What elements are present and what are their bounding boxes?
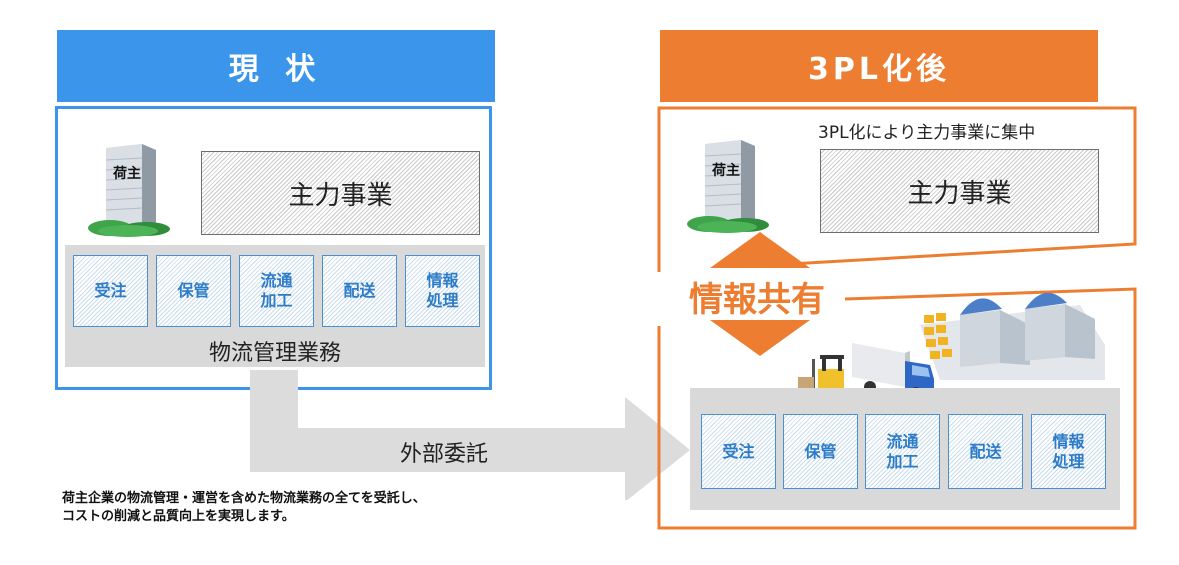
current-state-title: 現 状 bbox=[228, 52, 324, 87]
core-business-label-right: 主力事業 bbox=[907, 178, 1012, 209]
3pl-caption: 3PL化により主力事業に集中 bbox=[818, 123, 1036, 143]
logistics-tasks-caption: 物流管理業務 bbox=[208, 341, 341, 366]
core-business-box: 主力事業 bbox=[201, 151, 480, 235]
shipper-label: 荷主 bbox=[113, 166, 141, 182]
shipper-building-icon bbox=[88, 144, 170, 237]
service-description-line1: 荷主企業の物流管理・運営を含めた物流業務の全てを受託し、 bbox=[62, 491, 426, 506]
task-information-processing-right: 情報 処理 bbox=[1031, 414, 1106, 489]
task-storage: 保管 bbox=[156, 255, 231, 327]
task-distribution-processing: 流通 加工 bbox=[239, 255, 314, 327]
task-order-receipt: 受注 bbox=[73, 255, 148, 327]
truck-illustration bbox=[852, 343, 934, 399]
outsourcing-arrow bbox=[250, 370, 690, 500]
service-description: 荷主企業の物流管理・運営を含めた物流業務の全てを受託し、 コストの削減と品質向上… bbox=[62, 490, 426, 526]
task-delivery: 配送 bbox=[322, 255, 397, 327]
shipper-label-right: 荷主 bbox=[712, 163, 740, 179]
warehouse-illustration bbox=[920, 292, 1105, 380]
task-order-receipt-right: 受注 bbox=[701, 414, 776, 489]
after-3pl-title: 3PL化後 bbox=[808, 52, 950, 87]
after-3pl-frame bbox=[657, 106, 1137, 530]
after-3pl-header: 3PL化後 bbox=[660, 30, 1098, 102]
info-share-arrow bbox=[710, 232, 810, 356]
current-state-header: 現 状 bbox=[57, 30, 495, 102]
task-information-processing: 情報 処理 bbox=[405, 255, 480, 327]
task-storage-right: 保管 bbox=[783, 414, 858, 489]
core-business-label: 主力事業 bbox=[288, 180, 393, 211]
info-share-label: 情報共有 bbox=[687, 280, 827, 320]
core-business-box-right: 主力事業 bbox=[820, 149, 1099, 233]
outsourcing-label: 外部委託 bbox=[400, 442, 489, 467]
task-delivery-right: 配送 bbox=[948, 414, 1023, 489]
service-description-line2: コストの削減と品質向上を実現します。 bbox=[62, 509, 295, 524]
shipper-building-icon-right bbox=[687, 140, 769, 233]
task-distribution-processing-right: 流通 加工 bbox=[865, 414, 940, 489]
